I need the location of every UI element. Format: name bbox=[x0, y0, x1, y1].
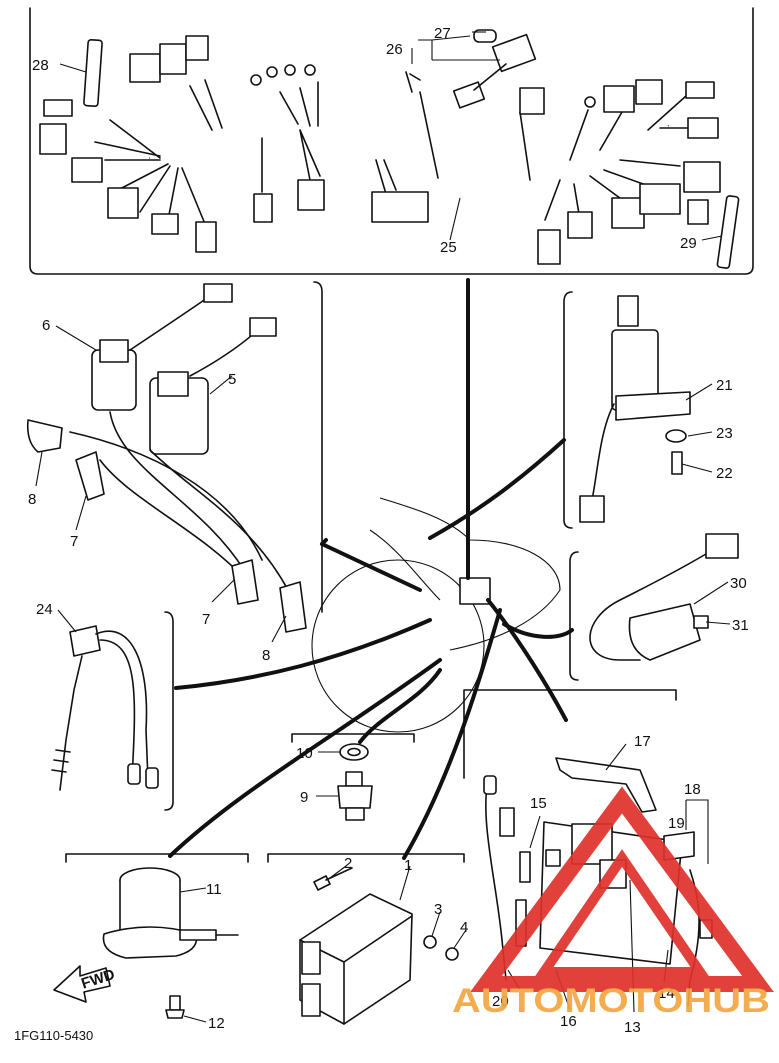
speed-sensor bbox=[589, 533, 739, 661]
callout-19: 19 bbox=[668, 815, 685, 832]
watermark-text-value: AUTOMOTOHUB bbox=[452, 982, 770, 1020]
callout-7a: 7 bbox=[70, 533, 78, 550]
callout-15: 15 bbox=[530, 795, 547, 812]
watermark: AUTOMOTOHUB bbox=[452, 786, 774, 1020]
starter-relay-11 bbox=[102, 867, 239, 959]
neutral-switch bbox=[337, 743, 373, 821]
watermark-text: AUTOMOTOHUB bbox=[452, 982, 770, 1020]
callout-5: 5 bbox=[228, 371, 236, 388]
callout-10: 10 bbox=[296, 745, 313, 762]
callout-27: 27 bbox=[434, 25, 451, 42]
callout-12: 12 bbox=[208, 1015, 225, 1032]
callouts: 1 2 3 4 5 6 7 7 8 8 9 10 11 12 13 14 15 … bbox=[28, 25, 749, 1036]
callout-22: 22 bbox=[716, 465, 733, 482]
callout-30: 30 bbox=[730, 575, 747, 592]
callout-16: 16 bbox=[560, 1013, 577, 1030]
callout-20: 20 bbox=[492, 993, 509, 1010]
callout-26: 26 bbox=[386, 41, 403, 58]
callout-18: 18 bbox=[684, 781, 701, 798]
callout-25: 25 bbox=[440, 239, 457, 256]
cable-tie bbox=[716, 195, 740, 269]
bolt-12 bbox=[165, 995, 185, 1019]
callout-6: 6 bbox=[42, 317, 50, 334]
callout-28: 28 bbox=[32, 57, 49, 74]
watermark-triangle bbox=[470, 786, 774, 992]
callout-8b: 8 bbox=[262, 647, 270, 664]
callout-1: 1 bbox=[404, 857, 412, 874]
callout-29: 29 bbox=[680, 235, 697, 252]
cdi-unit bbox=[299, 867, 459, 1025]
callout-7b: 7 bbox=[202, 611, 210, 628]
main-switch bbox=[579, 295, 691, 523]
fwd-arrow: FWD bbox=[53, 965, 117, 1003]
section-brackets bbox=[29, 7, 754, 863]
callout-4: 4 bbox=[460, 919, 468, 936]
callout-31: 31 bbox=[732, 617, 749, 634]
band-strap bbox=[83, 38, 103, 108]
callout-21: 21 bbox=[716, 377, 733, 394]
callout-11: 11 bbox=[206, 881, 222, 898]
thermo-sender bbox=[51, 625, 159, 791]
callout-2: 2 bbox=[344, 855, 352, 872]
ignition-coils bbox=[26, 283, 307, 633]
callout-23: 23 bbox=[716, 425, 733, 442]
callout-3: 3 bbox=[434, 901, 442, 918]
callout-9: 9 bbox=[300, 789, 308, 806]
diagram-code: 1FG110-5430 bbox=[14, 1028, 93, 1043]
bike-outline bbox=[168, 278, 574, 860]
callout-24: 24 bbox=[36, 601, 53, 618]
callout-8a: 8 bbox=[28, 491, 36, 508]
wire-harness bbox=[39, 29, 721, 265]
callout-13: 13 bbox=[624, 1019, 641, 1036]
callout-17: 17 bbox=[634, 733, 651, 750]
